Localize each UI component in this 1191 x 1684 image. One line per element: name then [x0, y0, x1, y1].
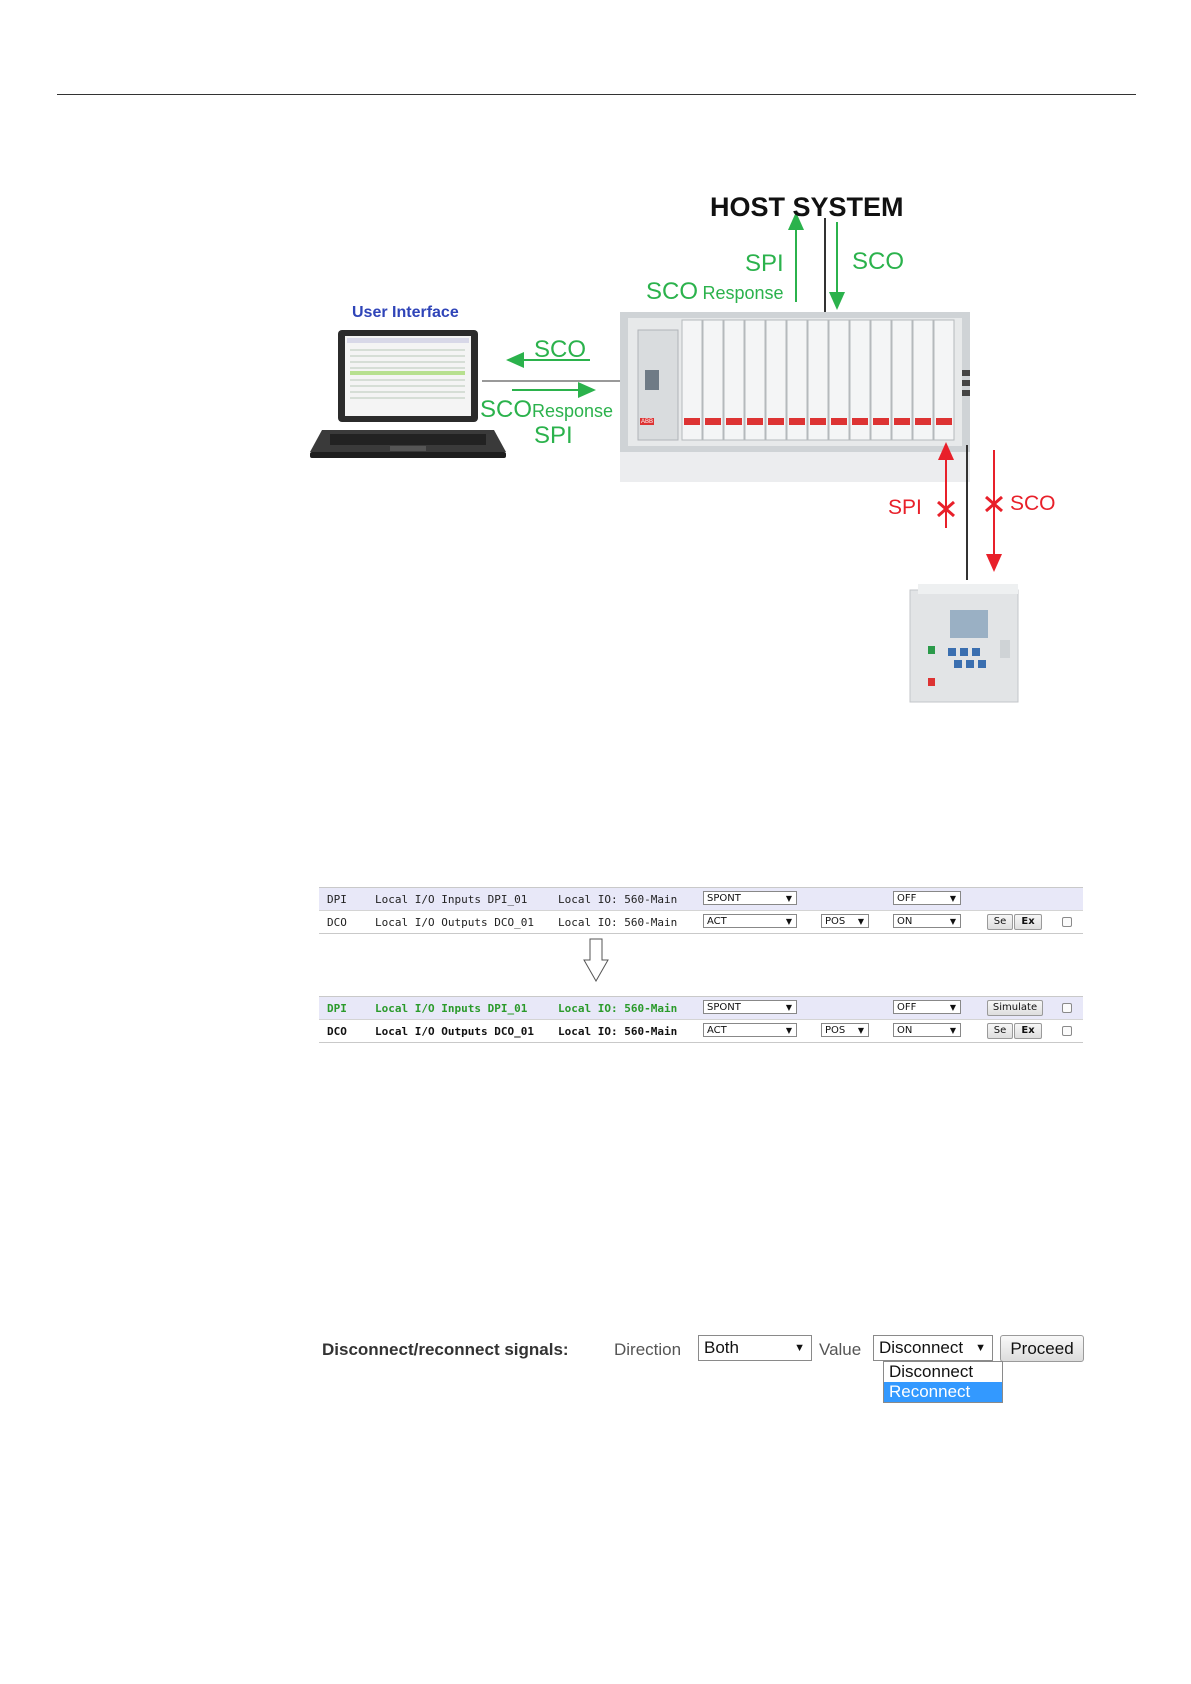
ui-sco-label: SCO [534, 336, 586, 364]
value-dropdown-list: Disconnect Reconnect [883, 1361, 1003, 1403]
value-select[interactable]: ON ▼ [893, 914, 961, 928]
blocked-x-marks [938, 497, 1002, 516]
signal-type: DPI [327, 1002, 347, 1015]
table-row: DPI Local I/O Inputs DPI_01 Local IO: 56… [319, 888, 1083, 910]
rtu-network-ports [962, 370, 970, 396]
cause-value: ACT [707, 1025, 727, 1036]
cause-value: SPONT [707, 1002, 741, 1013]
disconnect-reconnect-control: Disconnect/reconnect signals: Direction … [322, 1335, 1112, 1365]
dropdown-arrow-icon: ▼ [786, 915, 792, 929]
cause-value: SPONT [707, 893, 741, 904]
cause-select[interactable]: ACT ▼ [703, 914, 797, 928]
value-value: OFF [897, 893, 916, 904]
qualifier-value: POS [825, 1025, 845, 1036]
value-value: ON [897, 916, 912, 927]
value-select[interactable]: ON ▼ [893, 1023, 961, 1037]
transition-down-arrow-icon [583, 938, 609, 982]
row-checkbox[interactable] [1062, 1003, 1072, 1013]
ui-response-word: Response [532, 401, 613, 421]
host-response-word: Response [702, 283, 783, 303]
user-interface-title: User Interface [352, 304, 459, 322]
host-spi-label: SPI [745, 250, 784, 278]
header-rule [57, 94, 1136, 95]
ied-sco-label: SCO [1010, 492, 1056, 516]
dropdown-arrow-icon: ▼ [950, 1024, 956, 1038]
rtu-module-red-labels [640, 418, 952, 425]
qualifier-select[interactable]: POS ▼ [821, 914, 869, 928]
simulate-button[interactable]: Simulate [987, 1000, 1043, 1016]
dropdown-arrow-icon: ▼ [794, 1336, 805, 1360]
proceed-button[interactable]: Proceed [1000, 1335, 1084, 1362]
signal-source: Local IO: 560-Main [558, 916, 677, 929]
diagram-graphics: ABB [300, 180, 1100, 710]
signal-name: Local I/O Outputs DCO_01 [375, 916, 534, 929]
signal-name: Local I/O Inputs DPI_01 [375, 1002, 527, 1015]
cause-value: ACT [707, 916, 727, 927]
ui-spi-label: SPI [534, 422, 573, 450]
value-selected: Disconnect [879, 1338, 963, 1357]
ui-sco-word: SCO [480, 396, 532, 423]
signal-type: DPI [327, 893, 347, 906]
dropdown-arrow-icon: ▼ [950, 915, 956, 929]
dropdown-arrow-icon: ▼ [786, 892, 792, 906]
table-row: DCO Local I/O Outputs DCO_01 Local IO: 5… [319, 1019, 1083, 1042]
dropdown-arrow-icon: ▼ [786, 1024, 792, 1038]
table-row: DCO Local I/O Outputs DCO_01 Local IO: 5… [319, 910, 1083, 933]
host-sco-word: SCO [646, 278, 698, 305]
value-select[interactable]: OFF ▼ [893, 1000, 961, 1014]
dropdown-arrow-icon: ▼ [950, 892, 956, 906]
host-sco-response-label: SCO Response [646, 278, 784, 306]
dropdown-option-disconnect[interactable]: Disconnect [884, 1362, 1002, 1382]
signal-source: Local IO: 560-Main [558, 893, 677, 906]
execute-button[interactable]: Ex [1014, 1023, 1042, 1039]
row-checkbox[interactable] [1062, 917, 1072, 927]
qualifier-select[interactable]: POS ▼ [821, 1023, 869, 1037]
select-button[interactable]: Se [987, 1023, 1013, 1039]
cause-select[interactable]: SPONT ▼ [703, 891, 797, 905]
ui-sco-response-label: SCOResponse [480, 396, 613, 424]
signal-name: Local I/O Outputs DCO_01 [375, 1025, 534, 1038]
value-label: Value [819, 1340, 861, 1360]
signal-source: Local IO: 560-Main [558, 1002, 677, 1015]
dropdown-arrow-icon: ▼ [858, 1024, 864, 1038]
rtu-brand: ABB [641, 419, 653, 425]
signal-table-after: DPI Local I/O Inputs DPI_01 Local IO: 56… [319, 996, 1083, 1043]
value-select[interactable]: Disconnect ▼ [873, 1335, 993, 1361]
qualifier-value: POS [825, 916, 845, 927]
direction-label: Direction [614, 1340, 681, 1360]
dropdown-option-reconnect[interactable]: Reconnect [884, 1382, 1002, 1402]
signal-name: Local I/O Inputs DPI_01 [375, 893, 527, 906]
select-button[interactable]: Se [987, 914, 1013, 930]
host-sco-label: SCO [852, 248, 904, 276]
dropdown-arrow-icon: ▼ [950, 1001, 956, 1015]
host-system-title: HOST SYSTEM [710, 192, 904, 223]
value-value: ON [897, 1025, 912, 1036]
row-checkbox[interactable] [1062, 1026, 1072, 1036]
table-row: DPI Local I/O Inputs DPI_01 Local IO: 56… [319, 997, 1083, 1019]
ied-spi-label: SPI [888, 496, 922, 520]
laptop-image [310, 330, 506, 458]
value-value: OFF [897, 1002, 916, 1013]
dropdown-arrow-icon: ▼ [858, 915, 864, 929]
value-select[interactable]: OFF ▼ [893, 891, 961, 905]
direction-value: Both [704, 1338, 739, 1357]
signal-table-before: DPI Local I/O Inputs DPI_01 Local IO: 56… [319, 887, 1083, 934]
cause-select[interactable]: SPONT ▼ [703, 1000, 797, 1014]
disconnect-reconnect-label: Disconnect/reconnect signals: [322, 1340, 569, 1360]
signal-source: Local IO: 560-Main [558, 1025, 677, 1038]
dropdown-arrow-icon: ▼ [786, 1001, 792, 1015]
direction-select[interactable]: Both ▼ [698, 1335, 812, 1361]
signal-type: DCO [327, 916, 347, 929]
dropdown-arrow-icon: ▼ [975, 1336, 986, 1360]
communication-diagram: ABB HOST SYSTEM User Interface SPI SCO S… [300, 180, 1100, 710]
execute-button[interactable]: Ex [1014, 914, 1042, 930]
cause-select[interactable]: ACT ▼ [703, 1023, 797, 1037]
signal-type: DCO [327, 1025, 347, 1038]
ied-device-image [910, 584, 1018, 702]
